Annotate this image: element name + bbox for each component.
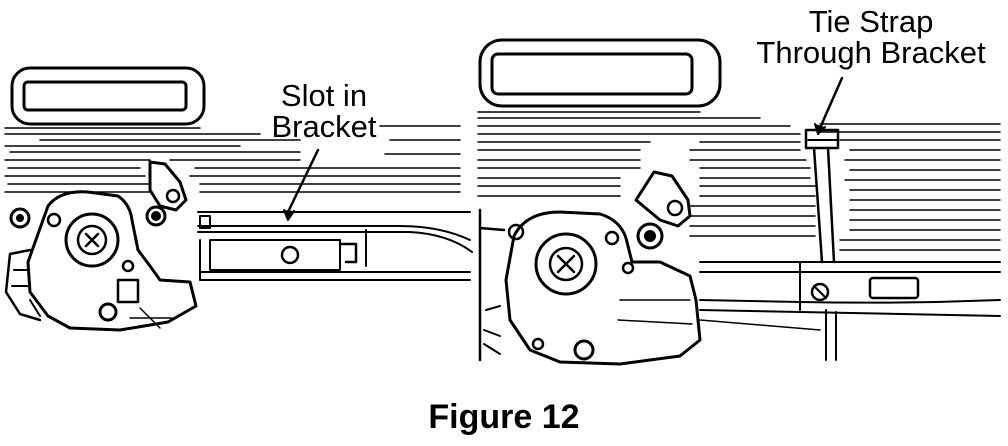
slot-label-line1: Slot in — [280, 78, 368, 113]
right-panel-drawing — [478, 40, 1000, 364]
left-vent — [12, 68, 204, 124]
left-panel-drawing — [5, 68, 472, 330]
left-actuator — [6, 192, 196, 330]
slot-pointer-arrow — [288, 150, 318, 212]
figure-caption: Figure 12 — [428, 398, 580, 436]
tie-pointer-arrow — [820, 78, 842, 128]
right-actuator — [480, 210, 700, 364]
right-vent — [480, 40, 720, 106]
right-shading-lines — [478, 112, 1000, 250]
tie-label-line1: Tie Strap — [808, 4, 934, 39]
tie-strap-label: Tie Strap Through Bracket — [742, 6, 1000, 68]
tie-label-line2: Through Bracket — [756, 35, 986, 70]
left-shading-lines — [5, 126, 460, 192]
slot-label-line2: Bracket — [271, 109, 377, 144]
left-bracket-rail — [198, 212, 472, 280]
right-bracket-duct — [700, 262, 1000, 360]
slot-in-bracket-label: Slot in Bracket — [268, 80, 380, 142]
